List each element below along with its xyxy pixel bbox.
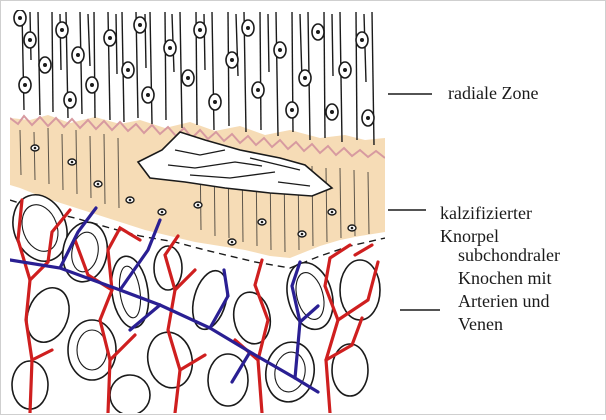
- label-subchondral-bone: subchondraler Knochen mit Arterien und V…: [458, 244, 560, 336]
- label-radial-zone: radiale Zone: [448, 82, 538, 105]
- label-calcified-cartilage: kalzifizierter Knorpel: [440, 202, 532, 248]
